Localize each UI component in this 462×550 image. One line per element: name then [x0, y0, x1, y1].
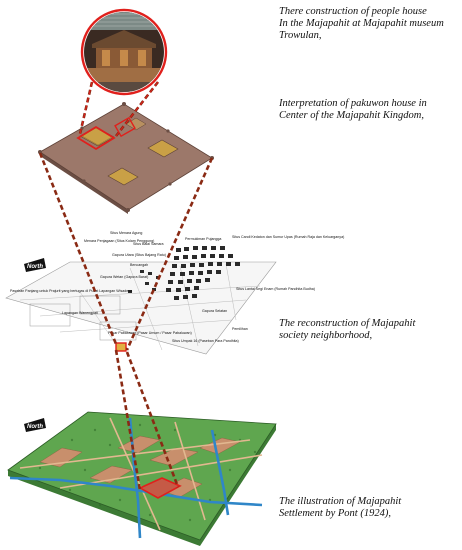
map-label: Gapura Selatan	[202, 309, 227, 313]
caption-pakuwon-house: Interpretation of pakuwon house in Cente…	[279, 98, 427, 121]
pakuwon-house-highlight	[76, 125, 116, 151]
connector-lines-highlight	[79, 81, 159, 137]
north-indicator-upper: North	[24, 258, 46, 272]
map-building-blocks	[128, 246, 240, 300]
map-label: Situs Umpak 16 (Paseban Para Pandhita)	[172, 339, 239, 343]
map-label: Situs Balai Samara	[133, 242, 164, 246]
map-label: Menara Penjagaan (Situs Kolam Penggung)	[84, 239, 154, 243]
map-label: Permukiman Pujangga	[185, 237, 221, 241]
map-label: Bencangah	[130, 263, 148, 267]
map-pakuwon-highlight	[115, 342, 127, 352]
map-label: Paseban Panjang untuk Prajurit yang bert…	[10, 289, 132, 293]
settlement-illustration-layer: North	[7, 411, 277, 546]
map-label: Situs Lantai Segi Enam (Rumah Pandhita B…	[236, 287, 315, 291]
pakuwon-platform-layer	[38, 102, 214, 214]
caption-neighborhood: The reconstruction of Majapahit society …	[279, 318, 416, 341]
museum-photo	[80, 8, 168, 96]
map-label: Gapura Utara (Situs Bajang Ratu)	[112, 253, 166, 257]
map-label: Gapura Wetan (Gapura Barat)	[100, 275, 148, 279]
north-label-upper: North	[27, 264, 43, 270]
map-road-grid	[19, 263, 261, 351]
pavilion-roofs	[79, 117, 179, 186]
map-labels: Situs Menara Agung Menara Penjagaan (Sit…	[10, 231, 344, 343]
north-indicator-lower: North	[24, 418, 46, 432]
map-label: Situs Menara Agung	[110, 231, 142, 235]
settlement-center-highlight	[138, 477, 182, 499]
map-label: Situs Candi Kedaton dan Sumur Upas (Ruma…	[232, 235, 344, 239]
map-label: Pasar Pabaluwan (Pasar Umum / Pasar Paba…	[108, 331, 192, 335]
caption-museum-house: There construction of people house In th…	[279, 6, 444, 41]
map-label: Lapangan Wanengpati	[62, 311, 98, 315]
neighborhood-map-layer: Situs Menara Agung Menara Penjagaan (Sit…	[5, 231, 344, 355]
map-label: Pemilihan	[232, 327, 248, 331]
caption-settlement: The illustration of Majapahit Settlement…	[279, 496, 402, 519]
north-label-lower: North	[27, 424, 43, 430]
